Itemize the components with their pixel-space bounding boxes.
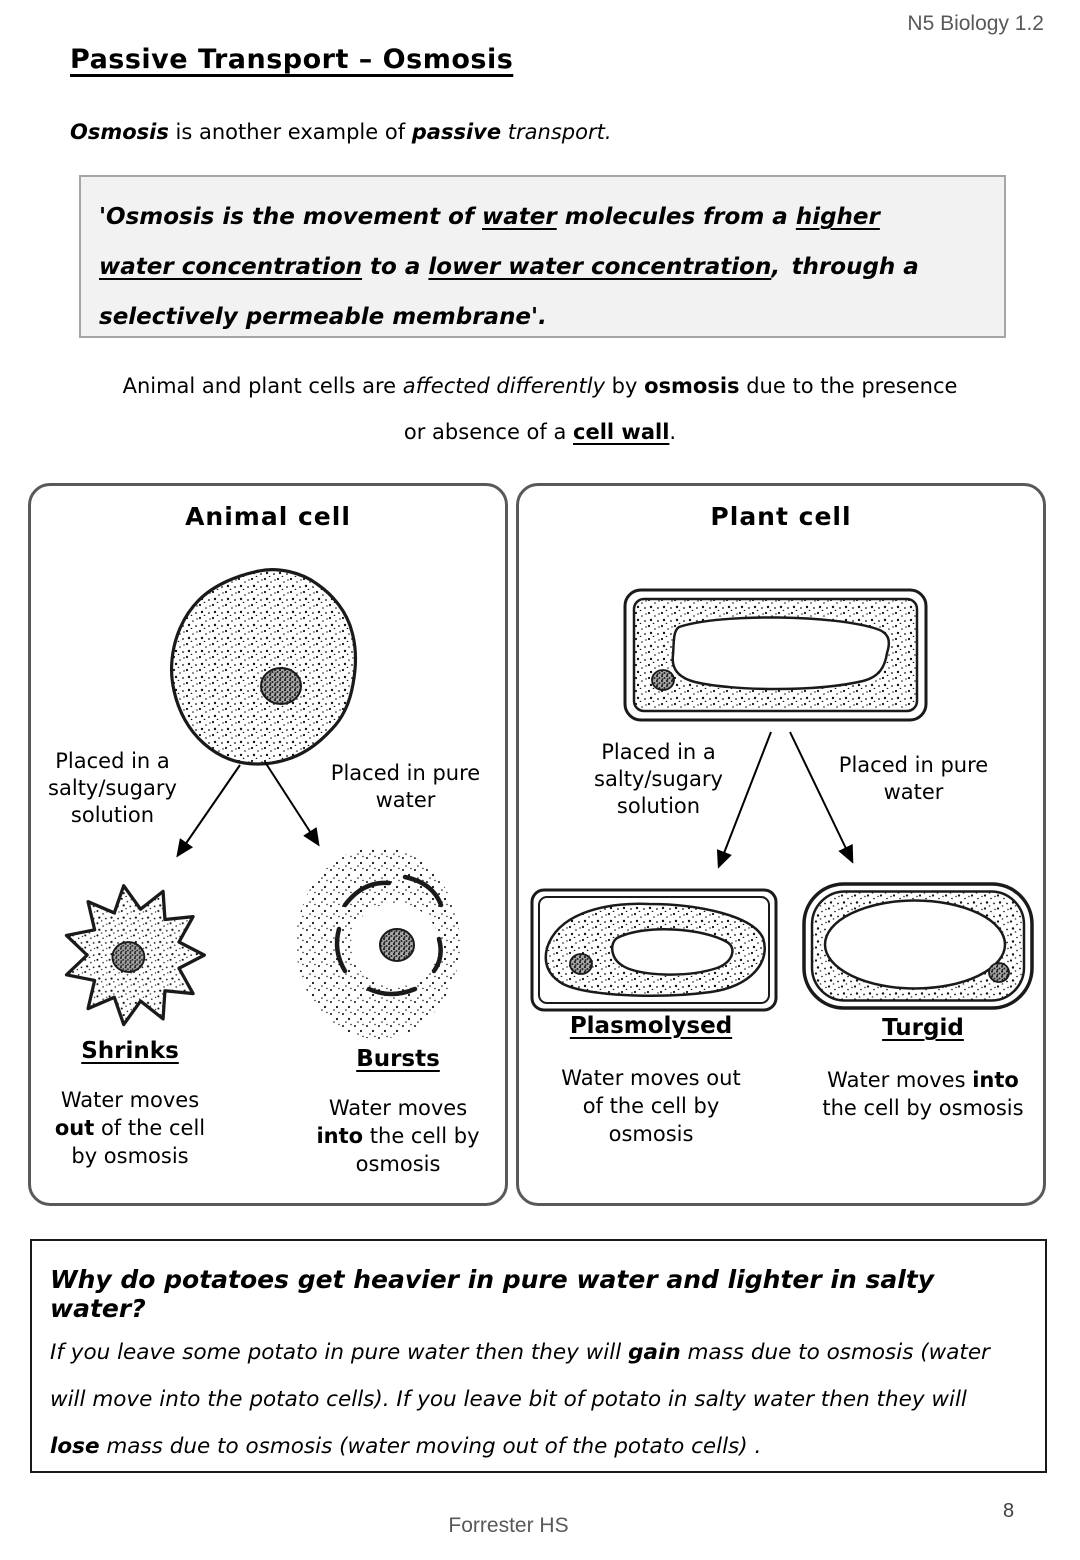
shrinks-label: Shrinks — [81, 1038, 179, 1064]
plant-cell-turgid-illustration — [802, 882, 1034, 1010]
context-line-2: or absence of a cell wall. — [403, 420, 677, 444]
animal-panel-title: Animal cell — [185, 502, 351, 531]
header-course-label: N5 Biology 1.2 — [907, 12, 1044, 35]
plant-cell-plasmolysed-illustration — [530, 888, 778, 1012]
animal-cell-burst-illustration — [296, 847, 460, 1039]
context-line-1: Animal and plant cells are affected diff… — [122, 374, 958, 398]
page-title: Passive Transport – Osmosis — [70, 44, 514, 75]
potato-answer: If you leave some potato in pure water t… — [50, 1340, 990, 1459]
footer-school: Forrester HS — [448, 1514, 569, 1537]
bursts-label: Bursts — [356, 1046, 440, 1072]
animal-cell-normal-illustration — [169, 568, 358, 766]
osmosis-definition-box: 'Osmosis is the movement of water molecu… — [79, 175, 1006, 338]
plant-cell-normal-illustration — [623, 588, 928, 722]
potato-question-box: Why do potatoes get heavier in pure wate… — [30, 1239, 1047, 1473]
potato-question: Why do potatoes get heavier in pure wate… — [50, 1265, 935, 1323]
plant-panel-title: Plant cell — [710, 502, 852, 531]
intro-paragraph: Osmosis is another example of passive tr… — [70, 120, 612, 144]
animal-cell-shrunk-illustration — [64, 884, 206, 1027]
turgid-label: Turgid — [882, 1015, 964, 1041]
footer-page-number: 8 — [1003, 1500, 1015, 1522]
plasmolysed-label: Plasmolysed — [569, 1013, 733, 1039]
